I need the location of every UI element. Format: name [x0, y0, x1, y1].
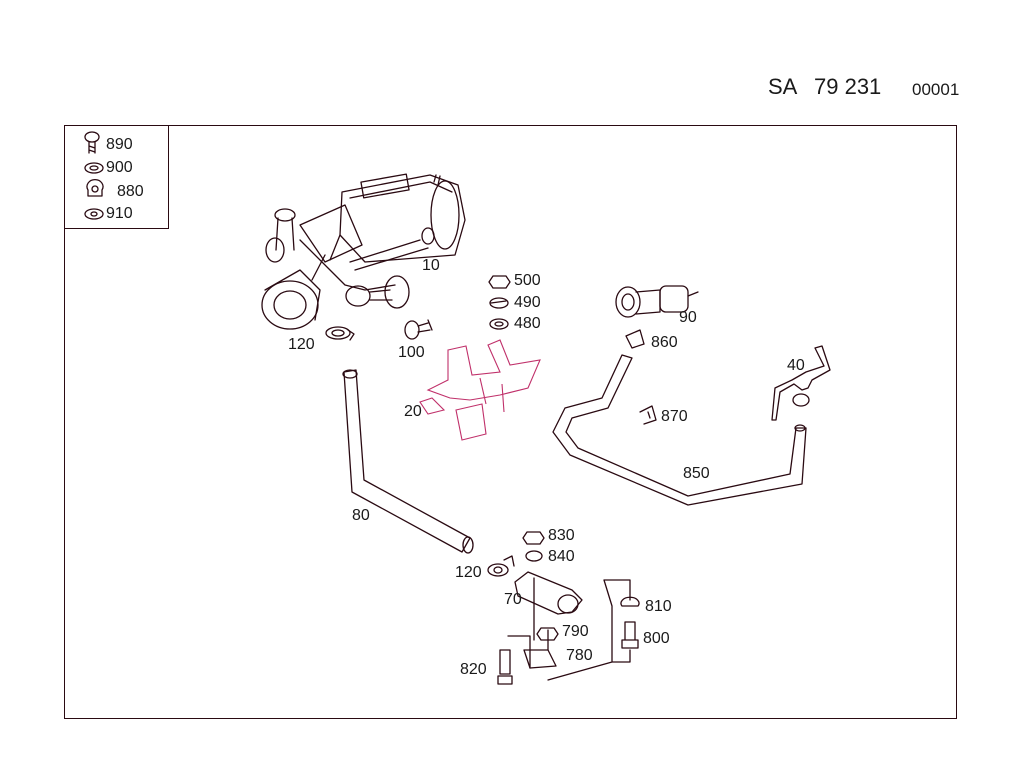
- callout-780: 780: [566, 647, 593, 664]
- callout-800: 800: [643, 630, 670, 647]
- intake-pipe-40: [771, 345, 831, 421]
- bracket-780: [523, 649, 557, 669]
- callout-80: 80: [352, 507, 370, 524]
- callout-10: 10: [422, 257, 440, 274]
- screw-icon-890: [84, 131, 100, 154]
- washer-810: [620, 596, 640, 607]
- clip-870: [639, 405, 657, 425]
- callout-860: 860: [651, 334, 678, 351]
- diagram-number: 79 231: [814, 74, 882, 99]
- callout-810: 810: [645, 598, 672, 615]
- callout-20: 20: [404, 403, 422, 420]
- diagram-code: 00001: [912, 80, 960, 99]
- callout-70: 70: [504, 591, 522, 608]
- diagram-frame: [64, 125, 957, 719]
- callout-870: 870: [661, 408, 688, 425]
- washer-840: [525, 550, 543, 562]
- screw-800: [621, 621, 639, 649]
- nut-830: [522, 531, 545, 545]
- callout-500: 500: [514, 272, 541, 289]
- clamp-icon-880: [86, 179, 104, 197]
- diagram-prefix: SA: [768, 74, 798, 99]
- leader-line-820: [507, 635, 531, 669]
- callout-120-lower: 120: [455, 564, 482, 581]
- lock-washer-490: [489, 297, 509, 309]
- exhaust-hose-80: [342, 369, 474, 554]
- callout-840: 840: [548, 548, 575, 565]
- legend-label-900: 900: [106, 159, 133, 176]
- heater-bracket-20: [419, 339, 541, 441]
- nut-790: [536, 627, 559, 641]
- callout-90: 90: [679, 309, 697, 326]
- callout-40: 40: [787, 357, 805, 374]
- callout-850: 850: [683, 465, 710, 482]
- muffler-90: [615, 285, 699, 318]
- callout-820: 820: [460, 661, 487, 678]
- check-valve-100: [404, 319, 433, 340]
- exhaust-pipe-850: [552, 354, 807, 506]
- callout-790: 790: [562, 623, 589, 640]
- lock-washer-icon-900: [84, 162, 104, 174]
- washer-icon-910: [84, 208, 104, 220]
- legend-label-880: 880: [117, 183, 144, 200]
- callout-490: 490: [514, 294, 541, 311]
- callout-100: 100: [398, 344, 425, 361]
- legend-label-890: 890: [106, 136, 133, 153]
- callout-480: 480: [514, 315, 541, 332]
- fastener-legend-box: [64, 125, 169, 229]
- clamp-120-upper: [325, 326, 355, 341]
- clamp-860: [625, 329, 645, 349]
- washer-480: [489, 318, 509, 330]
- callout-830: 830: [548, 527, 575, 544]
- callout-120-upper: 120: [288, 336, 315, 353]
- clamp-120-lower: [487, 555, 515, 577]
- legend-label-910: 910: [106, 205, 133, 222]
- screw-820: [497, 649, 513, 685]
- nut-500: [488, 275, 511, 289]
- auxiliary-heater-unit: [261, 173, 466, 330]
- assembly-bracket-line: [547, 579, 631, 681]
